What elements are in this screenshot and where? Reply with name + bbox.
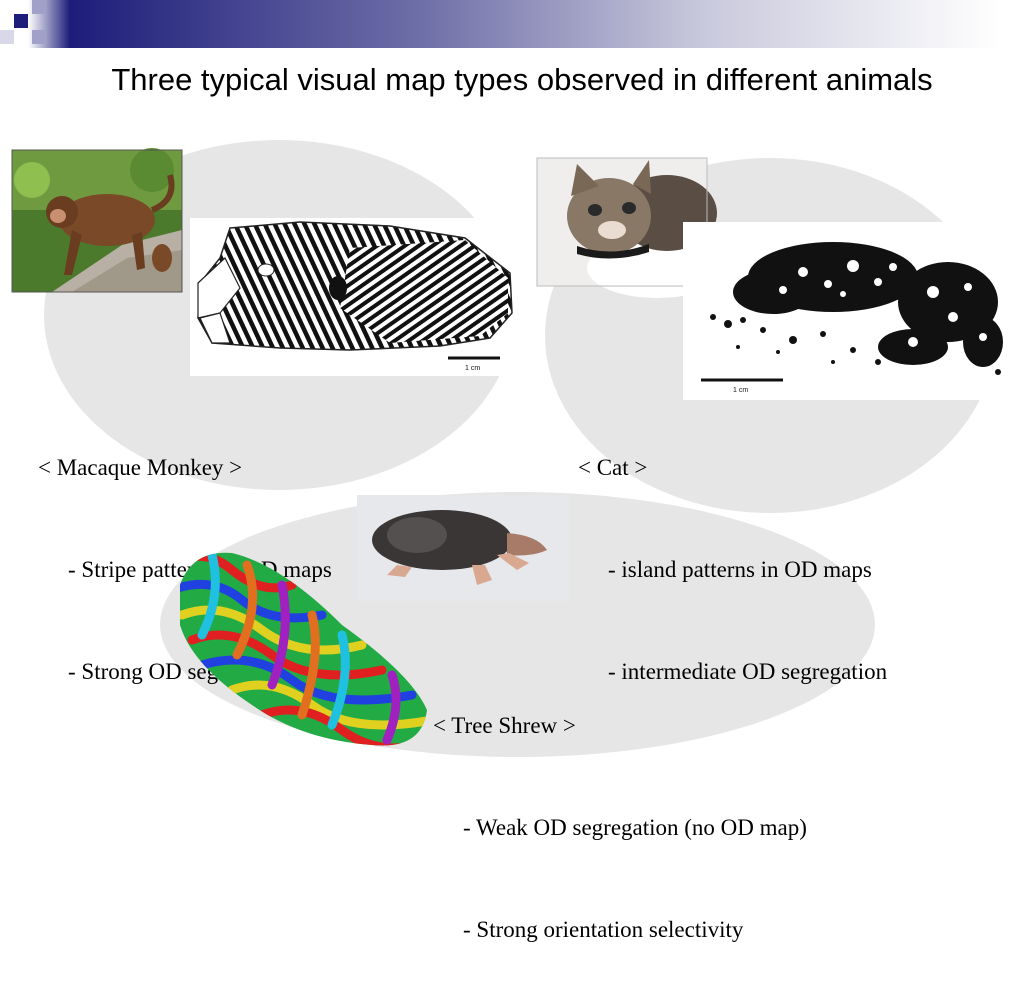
- cat-label: < Cat >: [578, 455, 648, 480]
- monkey-photo: [11, 148, 183, 293]
- header-square-4: [0, 30, 14, 44]
- shrew-label: < Tree Shrew >: [433, 713, 576, 738]
- cat-point-1: - island patterns in OD maps: [608, 557, 872, 582]
- monkey-od-map: 1 cm: [190, 218, 520, 376]
- header-square-3: [32, 30, 46, 44]
- header-square-1: [14, 14, 28, 28]
- shrew-point-1: - Weak OD segregation (no OD map): [463, 815, 807, 840]
- shrew-photo: [357, 495, 569, 601]
- monkey-scale-label: 1 cm: [465, 365, 480, 372]
- cat-caption: < Cat > - island patterns in OD maps - i…: [578, 383, 887, 723]
- shrew-caption: < Tree Shrew > - Weak OD segregation (no…: [433, 641, 807, 981]
- shrew-orientation-map: [180, 552, 427, 746]
- cat-scale-label: 1 cm: [733, 387, 748, 394]
- cat-point-2: - intermediate OD segregation: [608, 659, 888, 684]
- cat-od-map: 1 cm: [683, 222, 1015, 400]
- monkey-label: < Macaque Monkey >: [38, 455, 243, 480]
- header-square-2: [32, 0, 46, 14]
- shrew-point-2: - Strong orientation selectivity: [463, 917, 744, 942]
- header-bar: [0, 0, 1024, 48]
- cat-photo: [536, 157, 727, 298]
- slide-title: Three typical visual map types observed …: [111, 62, 933, 97]
